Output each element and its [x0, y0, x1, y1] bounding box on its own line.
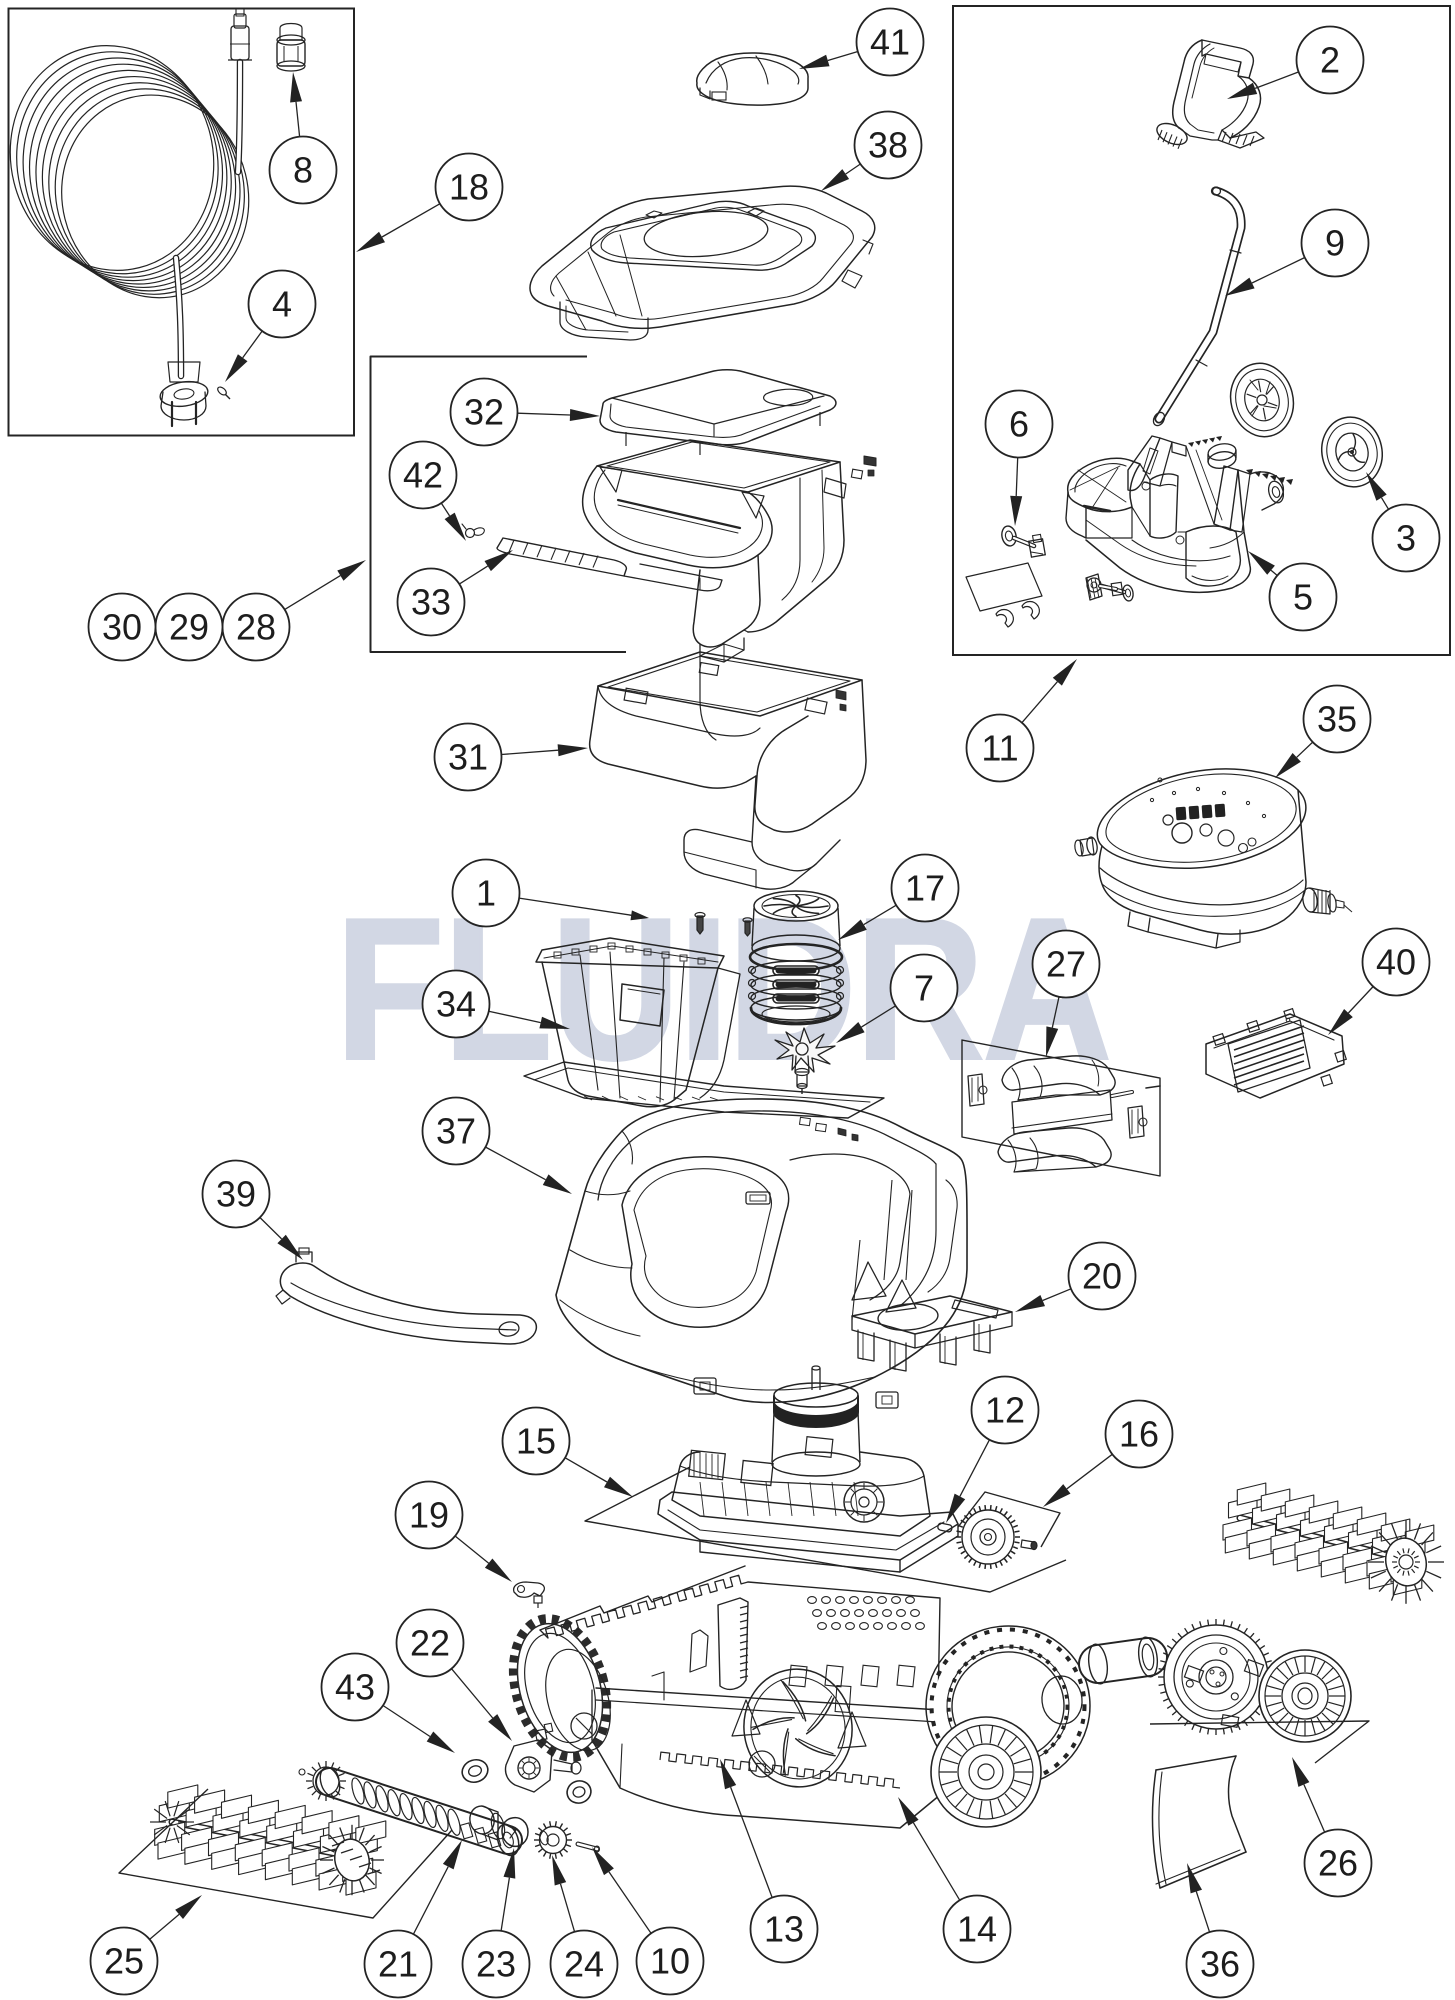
svg-text:41: 41 [870, 22, 910, 63]
svg-text:22: 22 [410, 1623, 450, 1664]
svg-text:21: 21 [378, 1944, 418, 1985]
svg-text:29: 29 [169, 607, 209, 648]
svg-text:9: 9 [1325, 223, 1345, 264]
svg-text:12: 12 [985, 1390, 1025, 1431]
svg-text:24: 24 [564, 1944, 604, 1985]
svg-text:35: 35 [1317, 699, 1357, 740]
svg-text:13: 13 [764, 1909, 804, 1950]
svg-text:15: 15 [516, 1421, 556, 1462]
svg-text:14: 14 [957, 1909, 997, 1950]
svg-text:28: 28 [236, 607, 276, 648]
svg-text:16: 16 [1119, 1414, 1159, 1455]
svg-text:7: 7 [914, 968, 934, 1009]
svg-text:23: 23 [476, 1944, 516, 1985]
svg-text:3: 3 [1396, 518, 1416, 559]
svg-text:42: 42 [403, 455, 443, 496]
svg-text:6: 6 [1009, 404, 1029, 445]
svg-text:20: 20 [1082, 1256, 1122, 1297]
svg-text:31: 31 [448, 737, 488, 778]
svg-text:36: 36 [1200, 1944, 1240, 1985]
svg-text:11: 11 [981, 728, 1018, 769]
svg-text:25: 25 [104, 1941, 144, 1982]
svg-text:39: 39 [216, 1174, 256, 1215]
svg-text:33: 33 [411, 582, 451, 623]
svg-text:5: 5 [1293, 577, 1313, 618]
svg-text:19: 19 [409, 1495, 449, 1536]
svg-text:1: 1 [476, 873, 496, 914]
svg-text:38: 38 [868, 125, 908, 166]
svg-text:2: 2 [1320, 40, 1340, 81]
svg-text:27: 27 [1046, 944, 1086, 985]
svg-text:4: 4 [272, 284, 292, 325]
svg-text:10: 10 [650, 1941, 690, 1982]
svg-text:30: 30 [102, 607, 142, 648]
svg-text:40: 40 [1376, 942, 1416, 983]
svg-text:43: 43 [335, 1667, 375, 1708]
svg-text:18: 18 [449, 167, 489, 208]
svg-text:34: 34 [436, 984, 476, 1025]
svg-text:17: 17 [905, 868, 945, 909]
svg-text:8: 8 [293, 150, 313, 191]
svg-text:26: 26 [1318, 1843, 1358, 1884]
svg-text:32: 32 [464, 392, 504, 433]
svg-text:37: 37 [436, 1111, 476, 1152]
